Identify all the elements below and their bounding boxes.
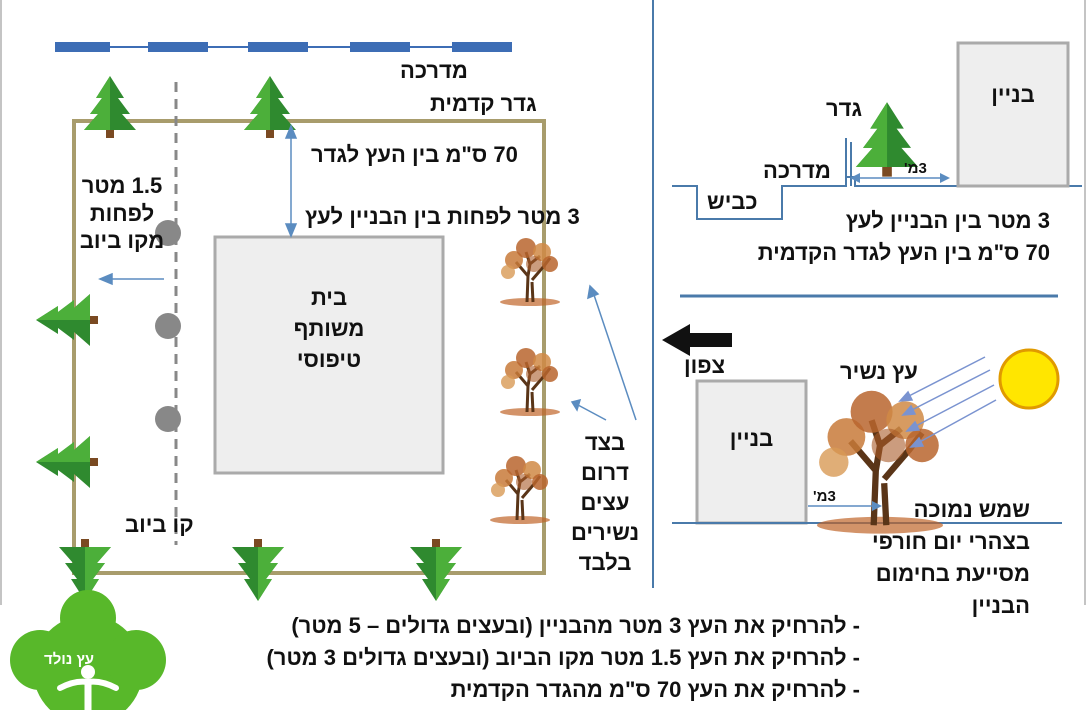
note-item: - להרחיק את העץ 3 מטר מהבניין (ובעצים גד… (291, 613, 860, 638)
front-fence-label: גדר קדמית (430, 91, 537, 116)
tree-fence-distance-label: 70 ס"מ בין העץ לגדר (311, 142, 518, 167)
sidewalk-strip (55, 42, 512, 52)
sun-rays (898, 356, 997, 448)
note-item: - להרחיק את העץ 1.5 מטר מקו הביוב (ובעצי… (266, 645, 860, 670)
lot-fence (72, 119, 546, 575)
evergreen-tree-icon (232, 539, 284, 601)
deciduous-tree-icon (498, 236, 562, 308)
sewer-line-label: קו ביוב (125, 512, 194, 537)
plan-building (213, 235, 445, 475)
street-profile (672, 176, 1082, 220)
note-item: - להרחיק את העץ 70 ס"מ מהגדר הקדמית (450, 677, 860, 702)
manhole (155, 406, 181, 432)
sidewalk-label: מדרכה (400, 58, 468, 83)
logo-text: עץ נולד (44, 651, 95, 668)
manhole (155, 313, 181, 339)
south-side-note: בצד דרום עצים נשירים בלבד (570, 430, 640, 575)
evergreen-tree-icon (84, 76, 136, 138)
logo-icon (10, 590, 166, 710)
south-note-arrow (592, 291, 637, 421)
section-road-label: כביש (707, 189, 758, 214)
sun-building (695, 379, 808, 525)
tree-building-distance-label: 3 מטר לפחות בין הבניין לעץ (305, 204, 580, 229)
evergreen-tree-icon (36, 436, 98, 488)
section-building (956, 41, 1070, 188)
evergreen-tree-icon (244, 76, 296, 138)
north-arrow-icon (662, 324, 732, 356)
deciduous-tree-label: עץ נשיר (840, 359, 918, 384)
section-building-label: בניין (991, 82, 1035, 107)
plan-building-label: בית משותף טיפוסי (293, 285, 365, 372)
notes-list: - להרחיק את העץ 3 מטר מהבניין (ובעצים גד… (180, 610, 860, 706)
sun-icon (998, 348, 1060, 410)
manhole (155, 220, 181, 246)
sun-building-label: בניין (729, 426, 774, 451)
south-note-arrow (577, 404, 607, 421)
evergreen-tree-icon (36, 294, 98, 346)
section-caption: 3 מטר בין הבניין לעץ 70 ס"מ בין העץ לגדר… (757, 208, 1050, 265)
deciduous-tree-icon (488, 454, 552, 526)
section-sidewalk-label: מדרכה (763, 158, 831, 183)
section-distance-label: 3מ' (904, 160, 927, 177)
north-label: צפון (684, 353, 726, 378)
sewer-distance-label: 1.5 מטר לפחות מקו ביוב (79, 173, 165, 253)
section-fence-label: גדר (826, 96, 863, 121)
sun-caption: שמש נמוכה בצהרי יום חורפי מסייעת בחימום … (871, 497, 1030, 618)
deciduous-tree-icon (498, 346, 562, 418)
sun-distance-label: 3מ' (813, 488, 836, 505)
evergreen-tree-icon (410, 539, 462, 601)
